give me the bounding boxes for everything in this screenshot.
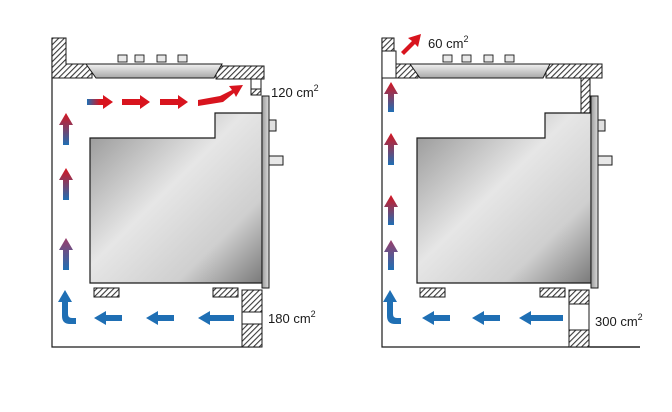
oven-handle xyxy=(597,155,613,166)
right-oven-foot xyxy=(419,287,446,298)
airflow-arrow-icon xyxy=(59,113,73,145)
right-airflow xyxy=(383,34,563,325)
airflow-arrow-icon xyxy=(160,95,188,109)
left-airflow xyxy=(58,85,243,325)
right-inlet-label: 300 cm2 xyxy=(595,312,643,329)
hob-burner-icon xyxy=(442,54,453,63)
right-plinth-upper xyxy=(568,289,590,305)
oven-knob-icon xyxy=(268,119,277,132)
airflow-arrow-icon xyxy=(146,311,174,325)
airflow-arrow-icon xyxy=(94,311,122,325)
airflow-arrow-icon xyxy=(198,311,234,325)
left-plinth-lower xyxy=(241,323,263,348)
left-inlet-opening xyxy=(241,311,263,325)
hob-burner-icon xyxy=(156,54,167,63)
right-outlet-opening xyxy=(381,50,397,79)
airflow-arrow-icon xyxy=(422,311,450,325)
left-inlet-label: 180 cm2 xyxy=(268,309,316,326)
hob-burner-icon xyxy=(504,54,515,63)
airflow-arrow-icon xyxy=(59,168,73,200)
left-worktop-hatch-left xyxy=(51,37,93,79)
airflow-arrow-icon xyxy=(87,95,113,109)
airflow-arrow-icon xyxy=(401,34,421,55)
right-oven-foot xyxy=(539,287,566,298)
airflow-arrow-icon xyxy=(384,133,398,165)
airflow-arrow-icon xyxy=(383,290,401,324)
left-cabinet-outline xyxy=(51,38,250,348)
left-hob xyxy=(85,54,223,79)
left-worktop-hatch-right xyxy=(215,65,265,80)
left-outlet-opening xyxy=(250,78,262,90)
left-oven-foot xyxy=(93,287,120,298)
left-oven-foot xyxy=(212,287,239,298)
hob-burner-icon xyxy=(117,54,128,63)
left-outlet-label: 120 cm2 xyxy=(271,83,319,100)
hob-burner-icon xyxy=(134,54,145,63)
airflow-arrow-icon xyxy=(198,85,243,106)
right-cabinet-outline xyxy=(381,38,640,348)
right-hob xyxy=(409,54,551,79)
hob-burner-icon xyxy=(483,54,494,63)
right-plinth-lower xyxy=(568,329,590,348)
airflow-arrow-icon xyxy=(519,311,563,325)
left-oven-body xyxy=(89,112,263,284)
hob-burner-icon xyxy=(177,54,188,63)
oven-knob-icon xyxy=(597,119,606,132)
airflow-arrow-icon xyxy=(59,238,73,270)
right-outlet-label: 60 cm2 xyxy=(428,34,468,51)
right-oven-door xyxy=(590,95,599,289)
airflow-arrow-icon xyxy=(384,195,398,225)
right-worktop-hatch-top xyxy=(381,37,395,52)
oven-handle xyxy=(268,155,284,166)
left-oven-door xyxy=(261,95,270,289)
right-side-wall xyxy=(580,77,591,115)
airflow-arrow-icon xyxy=(384,240,398,270)
airflow-arrow-icon xyxy=(472,311,500,325)
left-plinth-upper xyxy=(241,289,263,313)
right-inlet-opening xyxy=(568,303,590,331)
airflow-arrow-icon xyxy=(122,95,150,109)
airflow-arrow-icon xyxy=(384,82,398,112)
right-worktop-hatch-right xyxy=(545,63,603,79)
left-installation-diagram: 120 cm2 180 cm2 xyxy=(51,37,319,348)
hob-burner-icon xyxy=(461,54,472,63)
right-oven-body xyxy=(416,112,592,284)
right-installation-diagram: 60 cm2 300 cm2 xyxy=(381,34,643,348)
airflow-arrow-icon xyxy=(58,290,76,324)
